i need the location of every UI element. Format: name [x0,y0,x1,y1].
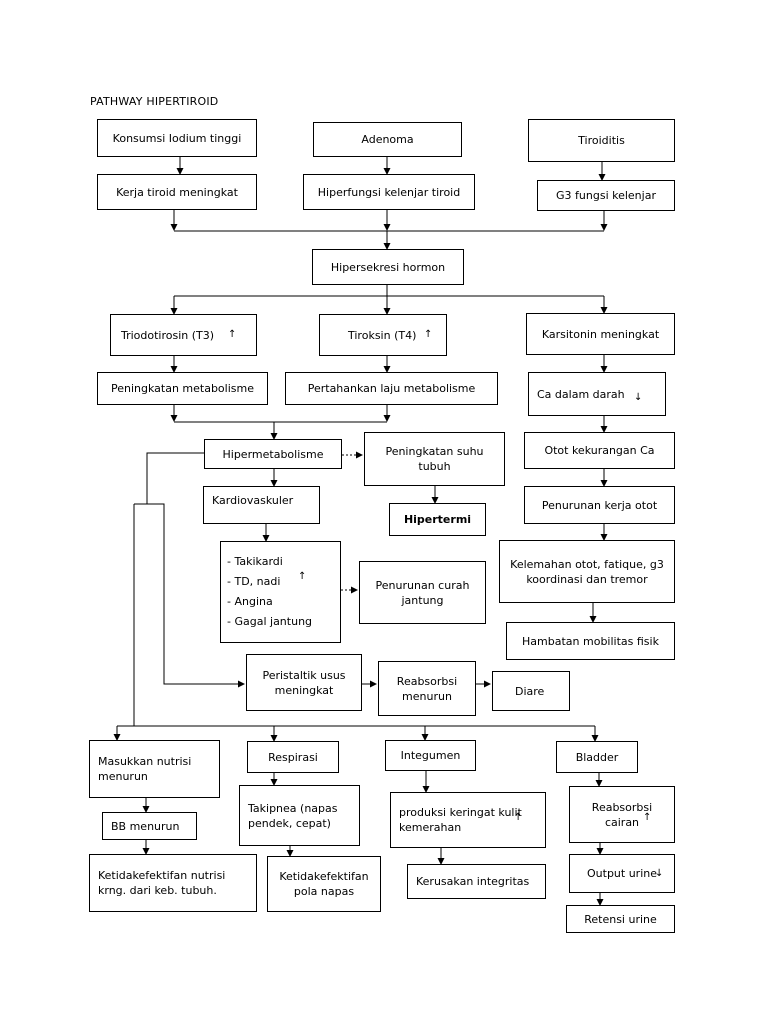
node-label: Adenoma [361,133,414,146]
node-reabsorbsi-cairan: Reabsorbsi cairan↑ [569,786,675,843]
node-label: Takipnea (napas pendek, cepat) [248,801,338,830]
list-item: Gagal jantung [227,612,312,632]
arrow-up-icon: ↑ [424,329,433,340]
node-peningkatan-suhu: Peningkatan suhu tubuh [364,432,505,486]
node-g3-fungsi: G3 fungsi kelenjar [537,180,675,211]
node-reabsorbsi-menurun: Reabsorbsi menurun [378,661,476,716]
node-label: Peningkatan metabolisme [110,382,254,395]
node-retensi-urine: Retensi urine [566,905,675,933]
node-hipersekresi: Hipersekresi hormon [312,249,464,285]
node-diare: Diare [492,671,570,711]
node-hambatan-mobilitas: Hambatan mobilitas fisik [506,622,675,660]
arrow-up-icon: ↑ [298,571,307,582]
node-peningkatan-metabolisme: Peningkatan metabolisme [97,372,268,405]
node-label: Kerja tiroid meningkat [116,185,238,199]
node-label: Penurunan curah jantung [375,578,470,607]
node-label: Reabsorbsi menurun [396,674,458,703]
node-bladder: Bladder [556,741,638,773]
list-item: TD, nadi [227,572,312,592]
node-label: Peningkatan suhu tubuh [385,445,484,473]
node-label: Kardiovaskuler [212,494,294,507]
node-ketidakefektifan-nutrisi: Ketidakefektifan nutrisi krng. dari keb.… [89,854,257,912]
node-penurunan-kerja-otot: Penurunan kerja otot [524,486,675,524]
node-hipertermi: Hipertermi [389,503,486,536]
node-label: Hipermetabolisme [222,447,324,461]
node-label: Hipersekresi hormon [330,260,446,274]
list-item: Angina [227,592,312,612]
node-label: Output urine [587,867,657,880]
node-label: Tiroksin (T4) [348,328,417,342]
node-label: Hiperfungsi kelenjar tiroid [317,185,461,199]
node-karsitonin: Karsitonin meningkat [526,313,675,355]
node-t4: Tiroksin (T4) ↑ [319,314,447,356]
node-respirasi: Respirasi [247,741,339,773]
arrow-down-icon: ↓ [655,868,664,879]
node-output-urine: Output urine↓ [569,854,675,893]
page-title: PATHWAY HIPERTIROID [90,95,219,108]
arrow-up-icon: ↑ [643,812,652,823]
node-label: Hambatan mobilitas fisik [522,634,659,648]
node-bb-menurun: BB menurun [102,812,197,840]
node-label: Pertahankan laju metabolisme [307,382,476,395]
node-otot-kekurangan-ca: Otot kekurangan Ca [524,432,675,469]
arrow-down-icon: ↓ [634,392,643,403]
node-label: Otot kekurangan Ca [544,444,655,457]
node-cv-signs: Takikardi TD, nadi Angina Gagal jantung … [220,541,341,643]
arrow-up-icon: ↑ [228,329,237,340]
node-label: Ketidakefektifan pola napas [279,870,369,898]
cv-sign-list: Takikardi TD, nadi Angina Gagal jantung [227,552,312,632]
node-label: Konsumsi Iodium tinggi [112,131,242,145]
node-kelemahan-otot: Kelemahan otot, fatique, g3 koordinasi d… [499,540,675,603]
node-label: Ketidakefektifan nutrisi krng. dari keb.… [98,869,226,897]
node-t3: Triodotirosin (T3) ↑ [110,314,257,356]
node-label: Karsitonin meningkat [541,327,660,341]
node-curah-jantung: Penurunan curah jantung [359,561,486,624]
node-ketidakefektifan-napas: Ketidakefektifan pola napas [267,856,381,912]
node-label: Diare [515,684,545,698]
node-integumen: Integumen [385,740,476,771]
node-masukkan-nutrisi: Masukkan nutrisi menurun [89,740,220,798]
node-label: Integumen [400,749,461,762]
node-label: Triodotirosin (T3) [121,328,215,342]
node-label: Penurunan kerja otot [541,498,658,512]
node-kardiovaskuler: Kardiovaskuler [203,486,320,524]
node-label: Retensi urine [584,912,657,926]
node-label: Reabsorbsi cairan [591,800,653,829]
node-label: Kerusakan integritas [416,875,530,888]
node-pertahankan-laju: Pertahankan laju metabolisme [285,372,498,405]
node-ca-darah: Ca dalam darah ↓ [528,372,666,416]
node-label: Kelemahan otot, fatique, g3 koordinasi d… [510,557,664,586]
node-label: G3 fungsi kelenjar [556,189,656,202]
node-peristaltik: Peristaltik usus meningkat [246,654,362,711]
node-label: Tiroiditis [578,134,625,147]
node-hipermetabolisme: Hipermetabolisme [204,439,342,469]
node-adenoma: Adenoma [313,122,462,157]
node-kerusakan-integritas: Kerusakan integritas [407,864,546,899]
node-tiroiditis: Tiroiditis [528,119,675,162]
node-label: Peristaltik usus meningkat [262,668,346,697]
node-label: BB menurun [111,819,180,833]
node-label: Bladder [575,750,619,764]
node-konsumsi-iodium: Konsumsi Iodium tinggi [97,119,257,157]
node-produksi-keringat: produksi keringat kulit kemerahan↑ [390,792,546,848]
node-label: produksi keringat kulit kemerahan [399,806,522,834]
node-label: Respirasi [268,750,318,764]
node-takipnea: Takipnea (napas pendek, cepat) [239,785,360,846]
node-hiperfungsi: Hiperfungsi kelenjar tiroid [303,174,475,210]
node-label: Ca dalam darah [537,387,625,401]
list-item: Takikardi [227,552,312,572]
node-label: Masukkan nutrisi menurun [98,755,192,783]
node-label: Hipertermi [403,513,472,526]
node-kerja-tiroid: Kerja tiroid meningkat [97,174,257,210]
arrow-up-icon: ↑ [514,812,523,823]
